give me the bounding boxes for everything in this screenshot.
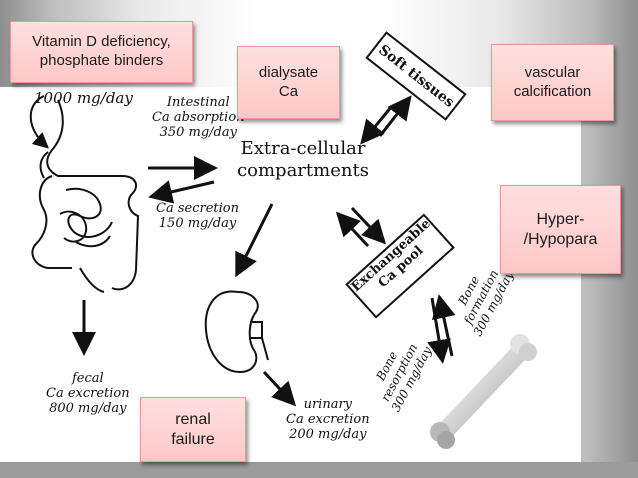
- urinary-label: urinary Ca excretion 200 mg/day: [286, 397, 370, 442]
- vitamin-d-callout: Vitamin D deficiency, phosphate binders: [10, 21, 193, 83]
- bottom-band: [0, 462, 638, 478]
- from-pool-arrow: [335, 211, 370, 248]
- urinary-arrow: [262, 370, 297, 407]
- to-soft-tissues-arrow: [378, 95, 412, 137]
- formation-arrow: [432, 294, 456, 357]
- soft-tissues-box: [365, 31, 467, 121]
- renal-failure-callout: renal failure: [140, 397, 246, 462]
- vascular-callout: vascular calcification: [491, 44, 614, 121]
- intestine-icon: [31, 99, 140, 293]
- dialysate-callout: dialysate Ca: [237, 46, 340, 119]
- secretion-label: Ca secretion 150 mg/day: [156, 201, 239, 231]
- fecal-label: fecal Ca excretion 800 mg/day: [46, 371, 130, 416]
- kidney-icon: [204, 290, 269, 374]
- extracellular-label: Extra-cellular compartments: [237, 138, 369, 181]
- secretion-arrow: [148, 180, 215, 204]
- renal-arrow: [235, 203, 274, 278]
- from-soft-tissues-arrow: [360, 105, 394, 145]
- hyperpara-callout: Hyper- /Hypopara: [500, 185, 621, 274]
- intake-label: 1000 mg/day: [34, 89, 133, 107]
- bone-icon: [430, 334, 537, 449]
- exchangeable-pool-box: [345, 213, 455, 319]
- intake-arrow: [29, 95, 49, 149]
- absorption-label: Intestinal Ca absorption 350 mg/day: [152, 95, 245, 140]
